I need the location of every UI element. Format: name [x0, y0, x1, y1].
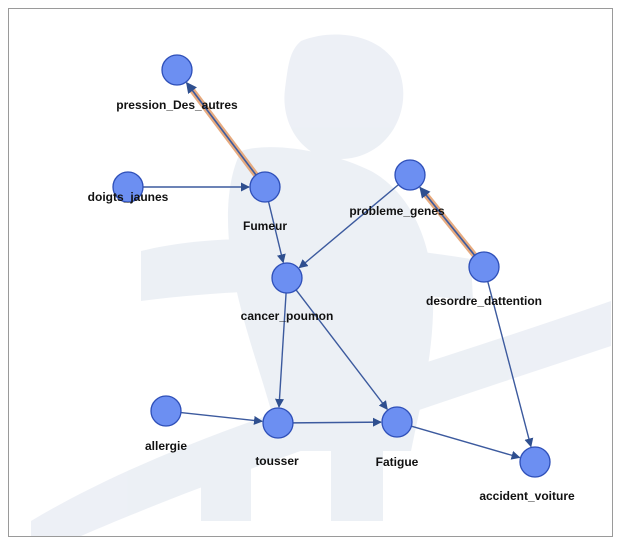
- node-circle[interactable]: [249, 171, 281, 203]
- node-label: probleme_genes: [349, 204, 445, 218]
- node-allergie[interactable]: allergie: [145, 395, 187, 453]
- edge-Fumeur-pression_Des_autres[interactable]: [185, 81, 259, 179]
- node-tousser[interactable]: tousser: [255, 407, 299, 468]
- node-cancer_poumon[interactable]: cancer_poumon: [241, 262, 334, 323]
- background-watermark: [31, 34, 611, 536]
- node-label: accident_voiture: [479, 489, 575, 503]
- edge-Fumeur-cancer_poumon[interactable]: [267, 201, 286, 264]
- node-label: cancer_poumon: [241, 309, 334, 323]
- node-circle[interactable]: [519, 446, 551, 478]
- edge-line: [419, 186, 476, 256]
- edge-probleme_genes-cancer_poumon[interactable]: [298, 184, 399, 269]
- edge-desordre_dattention-probleme_genes[interactable]: [419, 186, 478, 259]
- node-circle[interactable]: [468, 251, 500, 283]
- node-doigts_jaunes[interactable]: doigts_jaunes: [88, 171, 169, 204]
- edge-line: [275, 292, 287, 408]
- edge-line: [267, 201, 286, 264]
- node-Fumeur[interactable]: Fumeur: [243, 171, 287, 233]
- edge-line: [298, 184, 399, 269]
- edge-tousser-Fatigue[interactable]: [292, 417, 382, 427]
- edge-line: [295, 289, 388, 411]
- node-circle[interactable]: [262, 407, 294, 439]
- node-label: pression_Des_autres: [116, 98, 238, 112]
- node-circle[interactable]: [150, 395, 182, 427]
- node-label: desordre_dattention: [426, 294, 542, 308]
- node-circle[interactable]: [161, 54, 193, 86]
- edge-cancer_poumon-Fatigue[interactable]: [295, 289, 388, 411]
- node-label: doigts_jaunes: [88, 190, 169, 204]
- node-label: tousser: [255, 454, 299, 468]
- edge-allergie-tousser[interactable]: [180, 411, 263, 425]
- node-accident_voiture[interactable]: accident_voiture: [479, 446, 575, 503]
- node-circle[interactable]: [381, 406, 413, 438]
- node-label: allergie: [145, 439, 187, 453]
- edges-layer: [143, 81, 534, 460]
- edge-line: [185, 81, 257, 176]
- node-circle[interactable]: [112, 171, 144, 203]
- node-label: Fatigue: [376, 455, 419, 469]
- edge-line: [292, 417, 382, 427]
- edge-line: [411, 425, 521, 460]
- edge-Fatigue-accident_voiture[interactable]: [411, 425, 521, 460]
- node-circle[interactable]: [394, 159, 426, 191]
- node-Fatigue[interactable]: Fatigue: [376, 406, 419, 469]
- edge-line: [180, 411, 263, 425]
- edge-desordre_dattention-accident_voiture[interactable]: [487, 281, 534, 448]
- edge-line: [487, 281, 534, 448]
- node-label: Fumeur: [243, 219, 287, 233]
- node-desordre_dattention[interactable]: desordre_dattention: [426, 251, 542, 308]
- node-pression_Des_autres[interactable]: pression_Des_autres: [116, 54, 238, 112]
- edge-cancer_poumon-tousser[interactable]: [275, 292, 287, 408]
- node-probleme_genes[interactable]: probleme_genes: [349, 159, 445, 218]
- node-circle[interactable]: [271, 262, 303, 294]
